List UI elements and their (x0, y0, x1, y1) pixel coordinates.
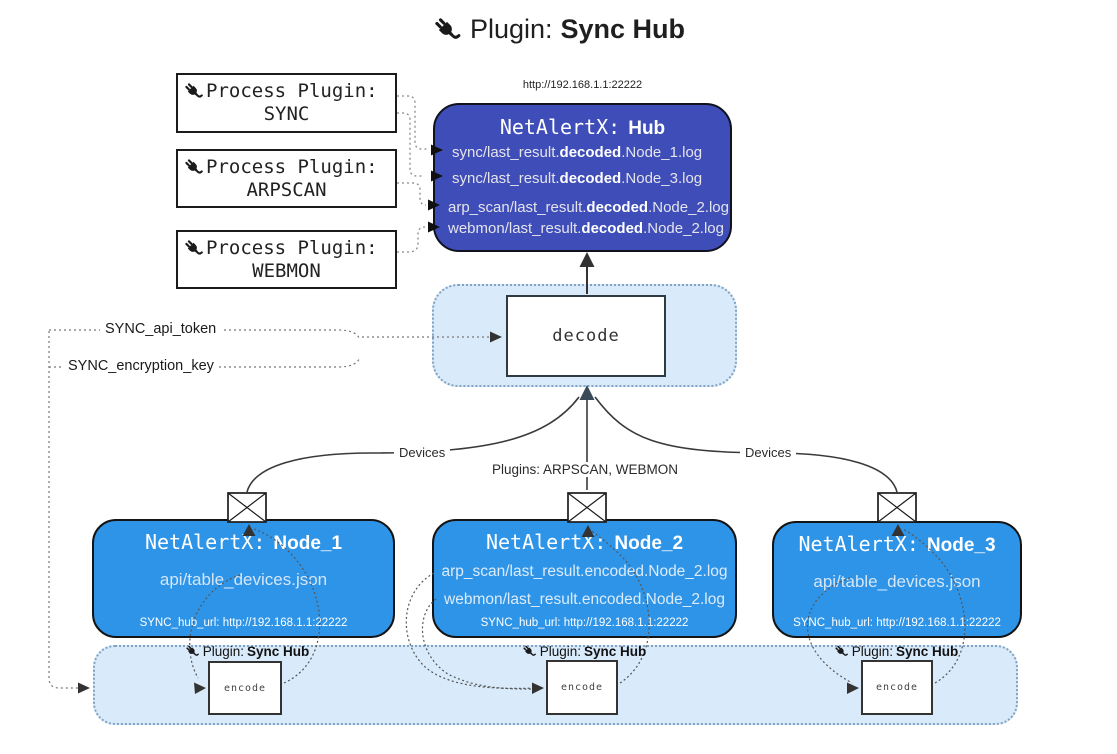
page-title-name: Sync Hub (560, 14, 686, 44)
node-line: api/table_devices.json (813, 572, 981, 591)
process-plugin-name: SYNC (263, 103, 310, 125)
node-line: webmon/last_result.encoded.Node_2.log (444, 591, 725, 608)
sync-api-token-label: SYNC_api_token (100, 321, 222, 337)
node-title: NetAlertX:Node_1 (144, 530, 343, 554)
encoder-label: Plugin:Sync Hub (185, 644, 309, 659)
envelope-icon (227, 492, 267, 523)
node-2-box: NetAlertX:Node_2 arp_scan/last_result.en… (432, 519, 737, 638)
edge-label-devices-left: Devices (394, 445, 451, 460)
hub-url-label: http://192.168.1.1:22222 (522, 79, 643, 91)
node-line: api/table_devices.json (159, 570, 328, 589)
node-hub-url: SYNC_hub_url: http://192.168.1.1:22222 (139, 617, 348, 629)
node-1-box: NetAlertX:Node_1 api/table_devices.json … (92, 519, 395, 638)
hub-title: NetAlertX:Hub (499, 115, 666, 139)
page-title-prefix: Plugin: (469, 14, 553, 44)
process-plugin-arpscan: Process Plugin: ARPSCAN (176, 149, 397, 208)
plug-icon (183, 81, 204, 102)
process-plugin-name: ARPSCAN (246, 179, 327, 201)
edge-label-plugins: Plugins: ARPSCAN, WEBMON (486, 462, 684, 477)
process-plugin-sync: Process Plugin: SYNC (176, 73, 397, 133)
secrets-arrowheads (78, 331, 502, 694)
hub-box: NetAlertX:Hub sync/last_result.decoded.N… (433, 103, 732, 252)
plug-icon (183, 157, 204, 178)
hub-log-line: sync/last_result.decoded.Node_3.log (452, 170, 703, 187)
node-3-box: NetAlertX:Node_3 api/table_devices.json … (772, 521, 1022, 638)
node-title: NetAlertX:Node_3 (798, 532, 996, 556)
plug-icon (183, 238, 204, 259)
node-hub-url: SYNC_hub_url: http://192.168.1.1:22222 (793, 617, 1001, 629)
edge-label-devices-right: Devices (740, 445, 797, 460)
plug-icon (522, 644, 537, 659)
hub-log-line: sync/last_result.decoded.Node_1.log (452, 144, 703, 161)
process-plugin-webmon: Process Plugin: WEBMON (176, 230, 397, 289)
node-title: NetAlertX:Node_2 (485, 530, 684, 554)
encoder-label: Plugin:Sync Hub (834, 644, 958, 659)
encode-box: encode (208, 661, 282, 715)
encode-box: encode (861, 660, 933, 715)
page-title: Plugin: Sync Hub (0, 14, 1117, 45)
hub-log-line: webmon/last_result.decoded.Node_2.log (448, 220, 724, 237)
encoder-label: Plugin:Sync Hub (522, 644, 646, 659)
process-plugin-label: Process Plugin: (206, 237, 378, 259)
process-plugin-name: WEBMON (252, 260, 321, 282)
process-plugin-label: Process Plugin: (206, 156, 378, 178)
envelope-icon (567, 492, 607, 523)
plug-icon (834, 644, 849, 659)
node-hub-url: SYNC_hub_url: http://192.168.1.1:22222 (480, 617, 689, 629)
encode-box: encode (546, 660, 618, 715)
plugin-to-hub-links (397, 95, 427, 253)
plug-icon (185, 644, 200, 659)
node-line: arp_scan/last_result.encoded.Node_2.log (441, 563, 728, 580)
envelope-icon (877, 492, 917, 523)
sync-encryption-key-label: SYNC_encryption_key (63, 358, 219, 374)
process-plugin-label: Process Plugin: (206, 80, 378, 102)
hub-log-line: arp_scan/last_result.decoded.Node_2.log (448, 199, 729, 216)
plug-icon (432, 15, 462, 45)
nodes-to-decode-lines (246, 394, 898, 493)
decode-in-arrowhead (579, 385, 595, 400)
decode-box: decode (506, 295, 666, 377)
